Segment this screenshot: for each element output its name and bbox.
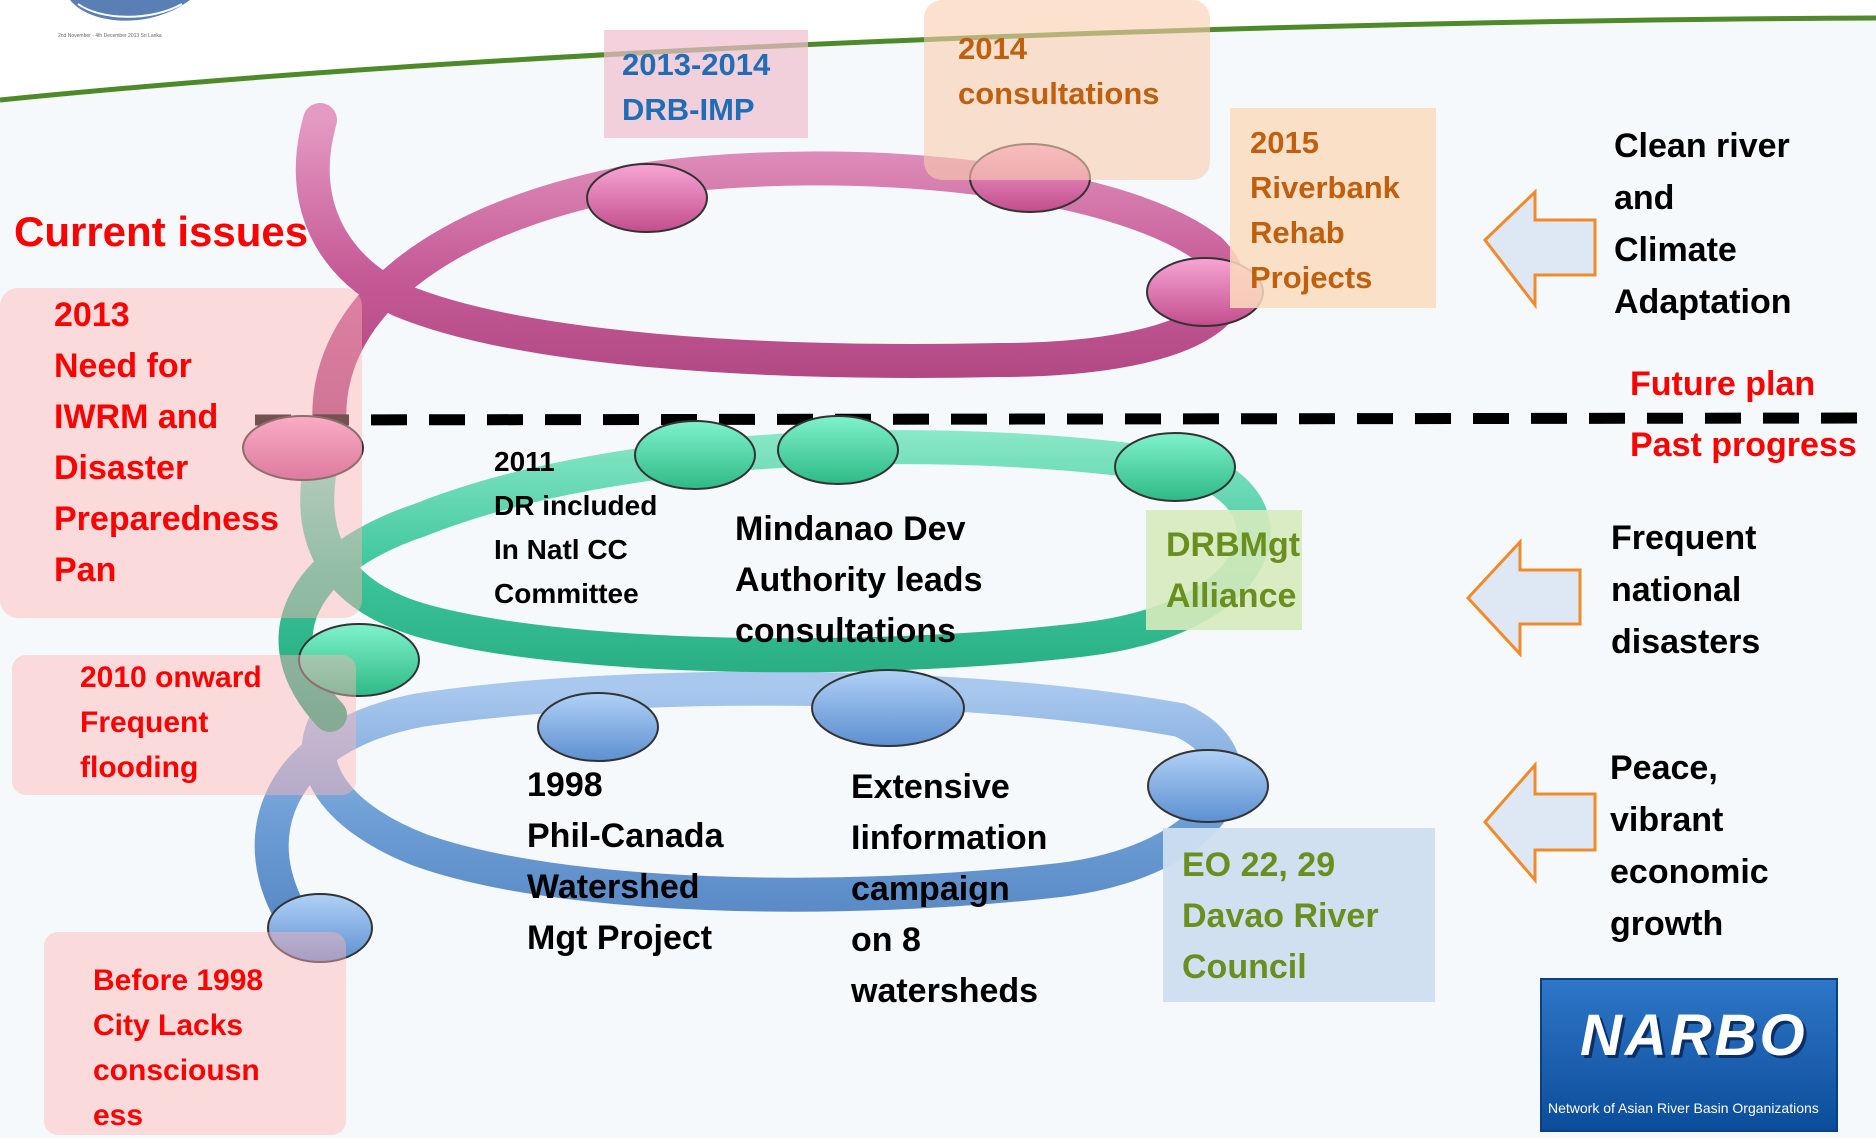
arrow-left-icon	[1482, 188, 1597, 310]
goal-top-text: Clean river and Climate Adaptation	[1614, 127, 1792, 321]
box-2010-issue	[12, 655, 356, 795]
node-green-2010	[298, 623, 420, 697]
water-security-logo-icon	[70, 0, 190, 21]
issue-2010-text: 2010 onward Frequent flooding	[80, 661, 262, 784]
node-blue-eo	[1147, 749, 1269, 823]
box-drbmgt	[1146, 510, 1302, 630]
consultations-2014-label: 2014 consultations	[958, 31, 1160, 111]
node-blue-campaign	[811, 669, 965, 747]
dr-2011-label: 2011 DR included In Natl CC Committee	[494, 446, 658, 609]
box-2015-riverbank	[1230, 108, 1436, 308]
spiral-blue	[254, 671, 1242, 957]
narbo-title: NARBO	[1580, 1003, 1808, 1068]
arrow-left-icon	[1483, 761, 1597, 885]
goal-bottom-text: Peace, vibrant economic growth	[1610, 749, 1769, 943]
node-pink-2013	[242, 415, 364, 481]
node-blue-1998	[537, 692, 659, 762]
goal-middle-text: Frequent national disasters	[1611, 519, 1761, 661]
divider-dashed-line	[254, 412, 1876, 426]
eo-council-label: EO 22, 29 Davao River Council	[1182, 846, 1379, 986]
issue-before-1998-text: Before 1998 City Lacks consciousn ess	[93, 964, 264, 1132]
box-before-1998	[44, 932, 346, 1135]
node-blue-before-1998	[267, 893, 373, 963]
box-2013-issue	[0, 288, 362, 618]
narbo-subtitle: Network of Asian River Basin Organizatio…	[1548, 1100, 1819, 1116]
box-drb-imp	[604, 30, 808, 138]
node-green-drbmgt	[1114, 432, 1236, 502]
drbmgt-alliance-label: DRBMgt Alliance	[1166, 526, 1301, 615]
arrow-left-icon	[1465, 538, 1582, 658]
node-green-2011	[634, 420, 756, 490]
phil-canada-label: 1998 Phil-Canada Watershed Mgt Project	[527, 766, 724, 957]
mindanao-label: Mindanao Dev Authority leads consultatio…	[735, 510, 983, 650]
past-progress-label: Past progress	[1630, 426, 1857, 464]
box-2014-consultations	[924, 0, 1210, 180]
current-issues-heading: Current issues	[14, 208, 309, 255]
box-eo-council	[1163, 828, 1435, 1002]
campaign-label: Extensive Iinformation campaign on 8 wat…	[851, 768, 1048, 1010]
riverbank-2015-label: 2015 Riverbank Rehab Projects	[1250, 125, 1400, 295]
node-pink-drb-imp	[586, 163, 708, 233]
node-green-mindanao	[777, 415, 899, 485]
narbo-logo: NARBO Network of Asian River Basin Organ…	[1540, 978, 1838, 1132]
drb-imp-label: 2013-2014 DRB-IMP	[622, 47, 771, 127]
future-plan-label: Future plan	[1630, 365, 1816, 403]
issue-2013-text: 2013 Need for IWRM and Disaster Prepared…	[54, 296, 279, 589]
event-caption: 2nd November - 4th December 2013 Sri Lan…	[58, 33, 162, 39]
header-band	[0, 0, 1876, 100]
